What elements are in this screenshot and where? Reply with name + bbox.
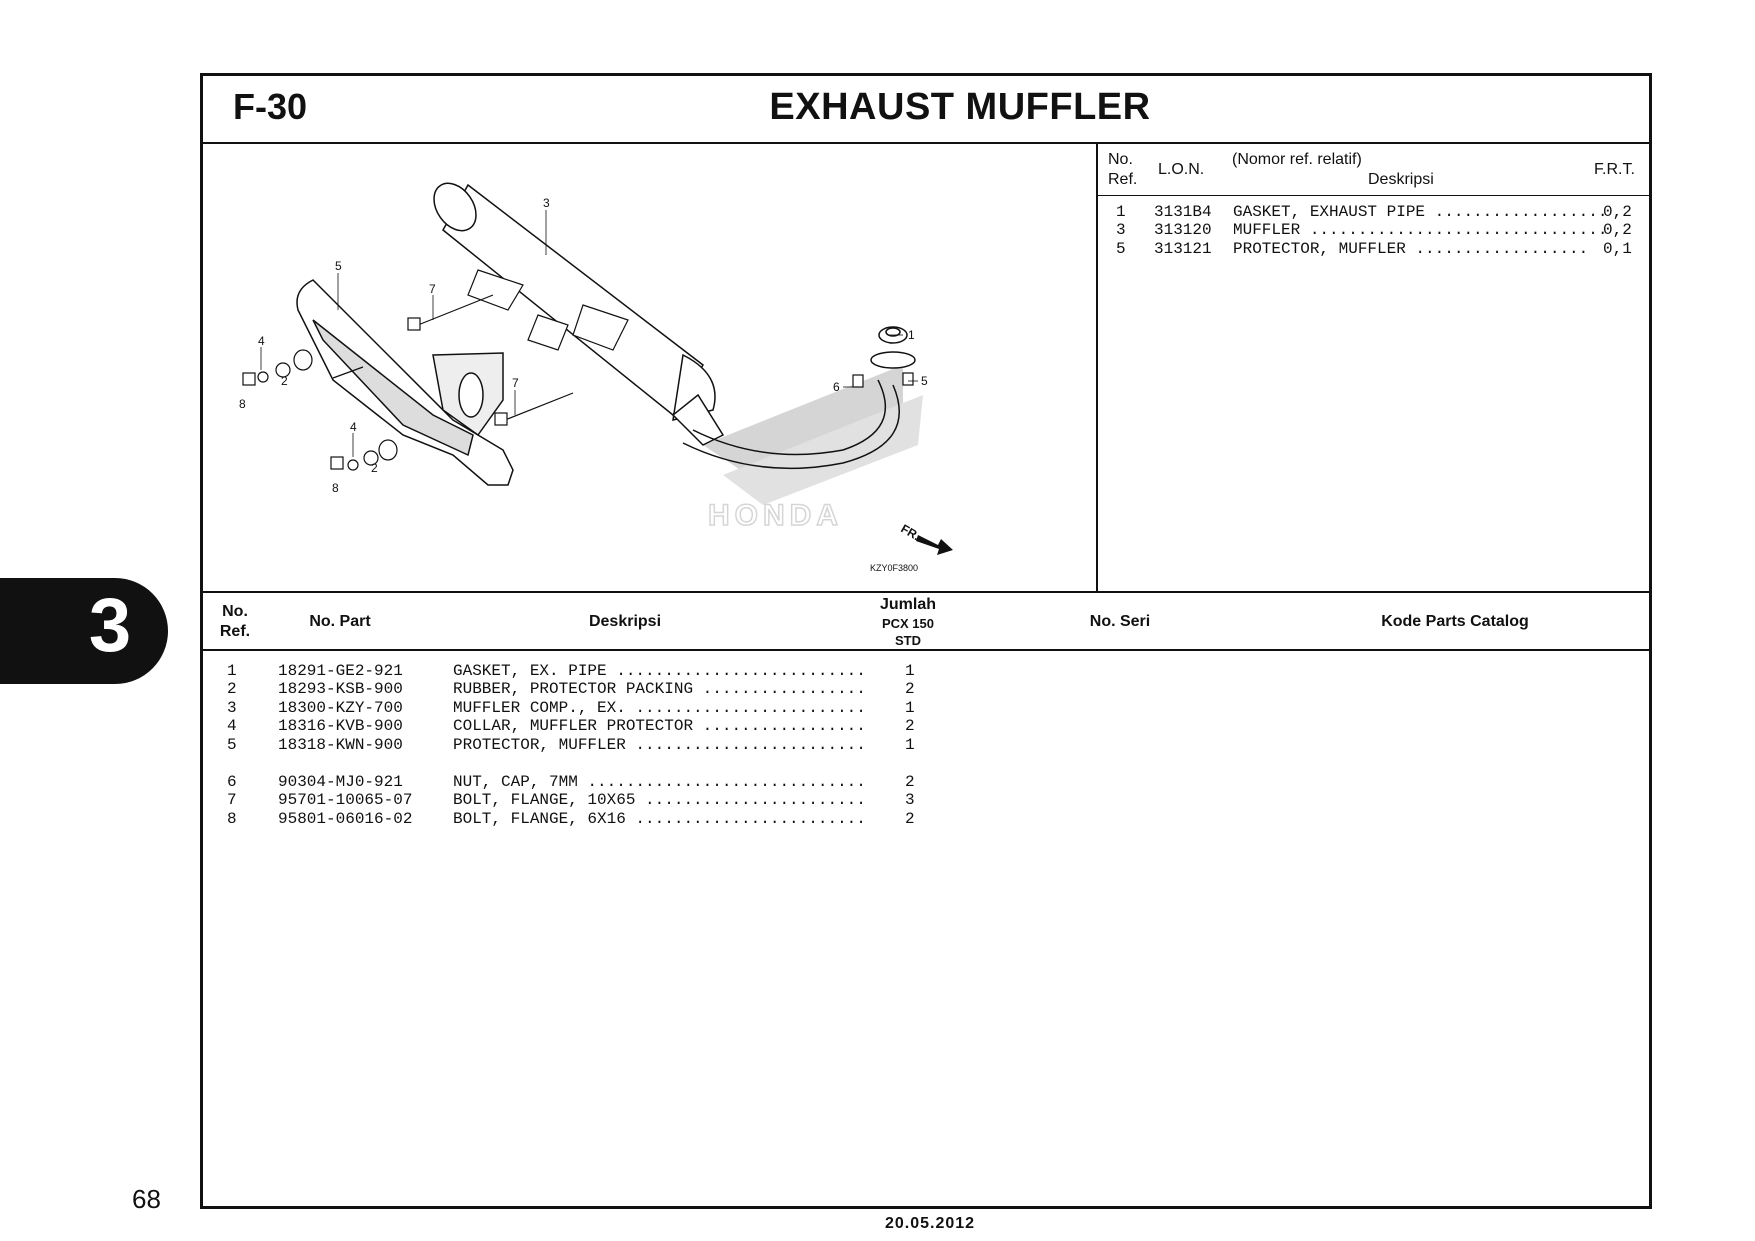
leader-lines [260,210,918,457]
frt-header-divider [1097,195,1652,196]
section-code: F-30 [233,86,308,127]
diagram-divider [200,591,1652,593]
table-row: 6 90304-MJ0-921 NUT, CAP, 7MM ..........… [227,773,915,791]
frt-header-lon: L.O.N. [1158,161,1205,178]
parts-header-part: No. Part [309,613,371,630]
drawing-code: KZY0F3800 [870,563,918,573]
parts-header-no: No. [222,603,248,620]
table-row: 5 18318-KWN-900 PROTECTOR, MUFFLER .....… [227,736,915,754]
parts-header-desc: Deskripsi [588,613,662,630]
frt-divider [1096,142,1098,592]
table-row: 2 18293-KSB-900 RUBBER, PROTECTOR PACKIN… [227,680,915,698]
callout-4b: 4 [350,420,357,434]
callout-2b: 2 [371,461,378,475]
frt-header-nomor: (Nomor ref. relatif) [1232,151,1362,168]
frt-header-frt: F.R.T. [1594,161,1635,178]
callout-5: 5 [335,259,342,273]
callout-6: 6 [833,380,840,394]
muffler-bracket [467,269,629,351]
footer-date: 20.05.2012 [884,1215,976,1232]
section-tab-number: 3 [88,583,132,668]
honda-watermark: HONDA [703,365,923,533]
callout-8b: 8 [332,481,339,495]
callout-5b: 5 [921,374,928,388]
parts-header-ref: Ref. [219,623,251,640]
exhaust-pipe [682,326,916,470]
parts-header-divider [200,649,1652,651]
front-arrow: FR. [899,521,953,555]
callout-1: 1 [908,328,915,342]
callout-labels: 3 5 7 7 4 2 8 4 2 8 1 5 6 [239,196,928,495]
callout-7a: 7 [429,282,436,296]
nut-caps [852,372,914,388]
callout-2a: 2 [281,374,288,388]
table-row: 7 95701-10065-07 BOLT, FLANGE, 10X65 ...… [227,791,915,809]
frt-row: 5 313121 PROTECTOR, MUFFLER ............… [1116,240,1632,258]
callout-7b: 7 [512,376,519,390]
exploded-diagram: HONDA [239,182,953,573]
callout-4a: 4 [258,334,265,348]
frt-row: 3 313120 MUFFLER .......................… [1116,221,1632,239]
page-number: 68 [132,1184,161,1214]
frt-header-deskripsi: Deskripsi [1368,171,1434,188]
flange-bolts [242,294,574,471]
table-row: 8 95801-06016-02 BOLT, FLANGE, 6X16 ....… [227,810,915,828]
page-frame [200,73,1652,1209]
callout-3: 3 [543,196,550,210]
table-row: 4 18316-KVB-900 COLLAR, MUFFLER PROTECTO… [227,717,915,735]
watermark-text: HONDA [708,499,843,532]
parts-header-catalog: Kode Parts Catalog [1381,613,1529,630]
frt-row: 1 3131B4 GASKET, EXHAUST PIPE ..........… [1116,203,1632,221]
parts-header-seri: No. Seri [1089,613,1151,630]
table-row: 1 18291-GE2-921 GASKET, EX. PIPE .......… [227,662,915,680]
title-divider [200,142,1652,144]
table-row: 3 18300-KZY-700 MUFFLER COMP., EX. .....… [227,699,915,717]
muffler [433,182,725,446]
protector [296,279,514,486]
section-tab [0,578,168,684]
parts-header-std: STD [895,633,921,648]
frt-header-no: No. [1108,151,1133,168]
parts-header-jumlah: Jumlah [879,596,936,613]
parts-header-model: PCX 150 [881,616,935,631]
callout-8a: 8 [239,397,246,411]
frt-header-ref: Ref. [1108,171,1138,188]
page-title: EXHAUST MUFFLER [769,86,1151,128]
